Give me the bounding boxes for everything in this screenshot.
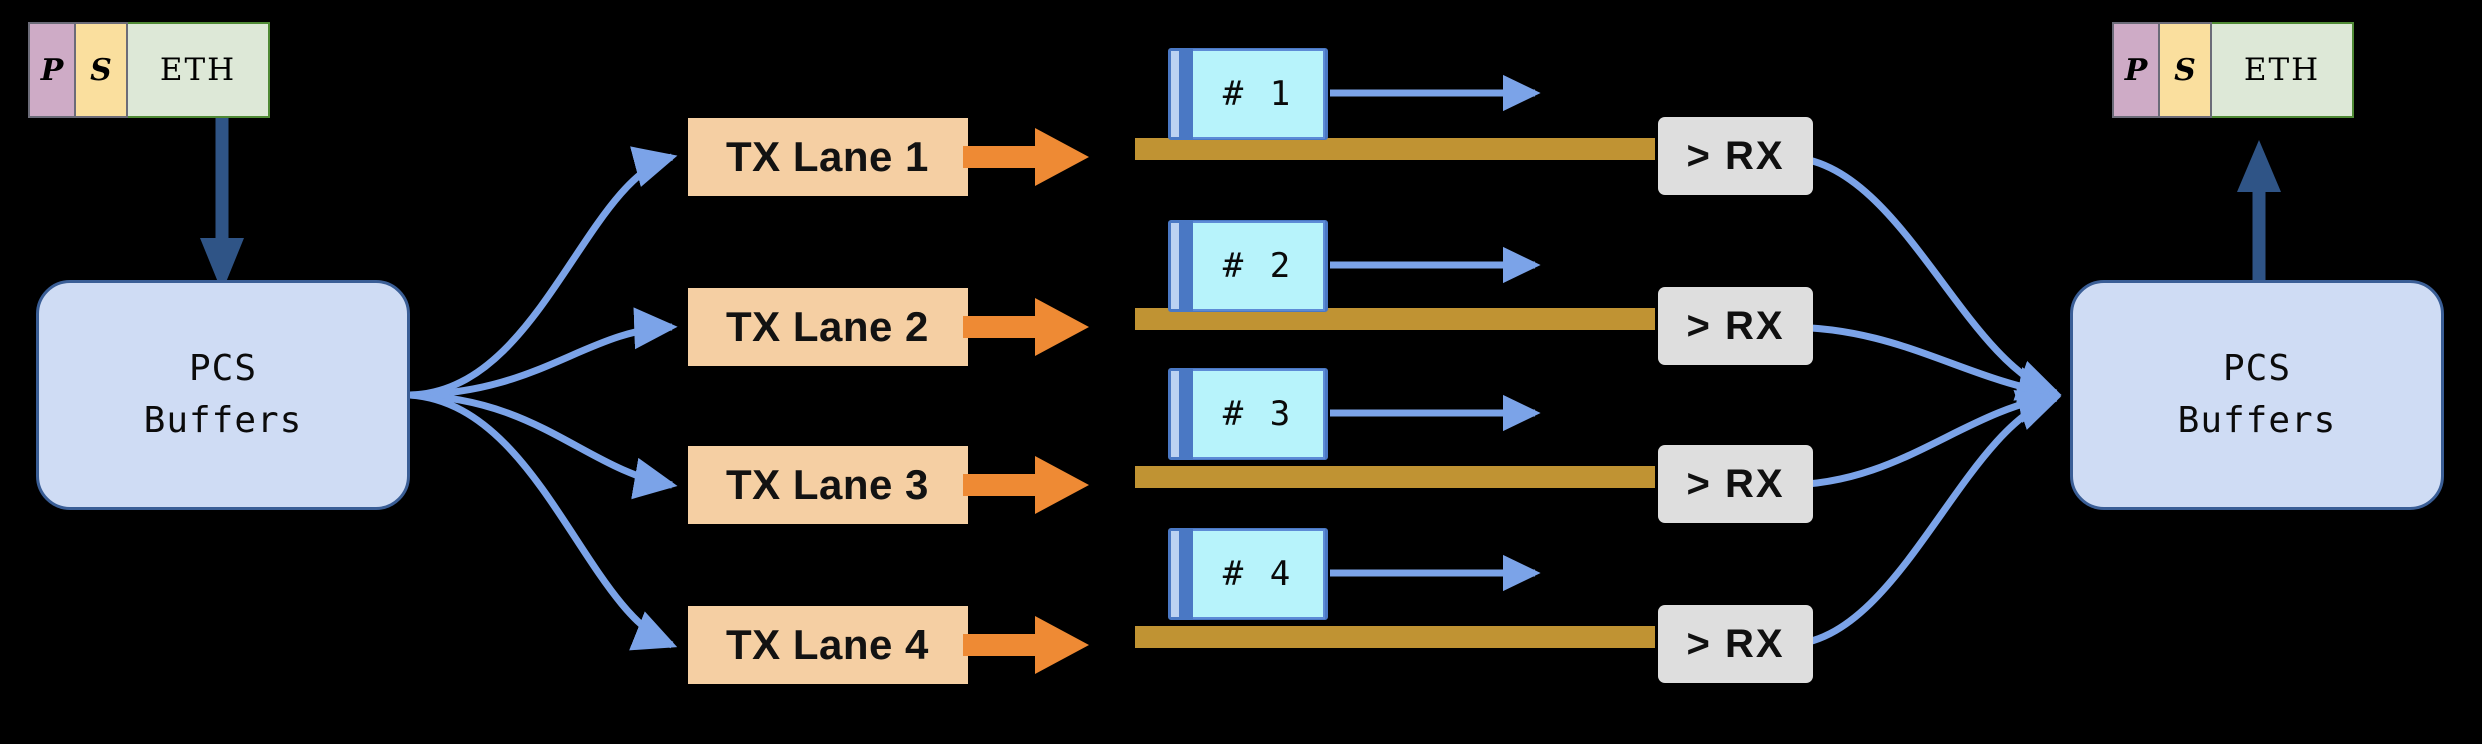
tx-lane-4-label: TX Lane 4: [726, 621, 929, 668]
packet-1[interactable]: # 1: [1168, 48, 1328, 140]
serial-link-bar-3: [1135, 466, 1655, 488]
serial-link-bar-1: [1135, 138, 1655, 160]
fanin-connectors: [1784, 153, 2062, 649]
tx-lane-3[interactable]: TX Lane 3: [688, 446, 968, 524]
serial-link-bar-4: [1135, 626, 1655, 648]
packet-2-tab: [1179, 223, 1193, 309]
packet-1-tab: [1179, 51, 1193, 137]
left-pcs-line2: Buffers: [143, 400, 303, 441]
rx-block-1-label: > RX: [1686, 133, 1785, 178]
rx-block-3[interactable]: > RX: [1658, 445, 1813, 523]
tx-lane-4-arrow-icon: [963, 616, 1089, 674]
egress-up-arrow: [2237, 140, 2281, 285]
tx-lane-2-arrow-icon: [963, 298, 1089, 356]
rx-block-1[interactable]: > RX: [1658, 117, 1813, 195]
ingress-ethernet-frame: P S ETH: [28, 22, 270, 118]
packet-3-label: # 3: [1193, 369, 1325, 459]
serial-direction-arrows: [1330, 74, 1541, 592]
preamble-cell-egress: P: [2112, 22, 2160, 118]
left-pcs-buffers[interactable]: PCS Buffers: [36, 280, 410, 510]
tx-lane-4[interactable]: TX Lane 4: [688, 606, 968, 684]
serial-link-bar-2: [1135, 308, 1655, 330]
packet-1-label: # 1: [1193, 49, 1325, 139]
preamble-cell: P: [28, 22, 76, 118]
right-pcs-line2: Buffers: [2177, 400, 2337, 441]
tx-lane-1-arrow-icon: [963, 128, 1089, 186]
rx-block-4[interactable]: > RX: [1658, 605, 1813, 683]
tx-lane-3-arrow-icon: [963, 456, 1089, 514]
rx-block-3-label: > RX: [1686, 461, 1785, 506]
left-pcs-line1: PCS: [188, 347, 258, 389]
packet-2[interactable]: # 2: [1168, 220, 1328, 312]
packet-4-label: # 4: [1193, 529, 1325, 619]
tx-lane-3-label: TX Lane 3: [726, 461, 929, 508]
packet-3-tab: [1179, 371, 1193, 457]
rx-block-2[interactable]: > RX: [1658, 287, 1813, 365]
rx-block-4-label: > RX: [1686, 621, 1785, 666]
tx-lane-2[interactable]: TX Lane 2: [688, 288, 968, 366]
right-pcs-line1: PCS: [2222, 347, 2292, 389]
tx-lane-1[interactable]: TX Lane 1: [688, 118, 968, 196]
sfd-cell: S: [76, 22, 128, 118]
packet-4[interactable]: # 4: [1168, 528, 1328, 620]
tx-lane-2-label: TX Lane 2: [726, 303, 929, 350]
eth-payload-cell: ETH: [128, 22, 270, 118]
eth-payload-cell-egress: ETH: [2212, 22, 2354, 118]
tx-lane-1-label: TX Lane 1: [726, 133, 929, 180]
ingress-down-arrow: [200, 110, 244, 292]
egress-ethernet-frame: P S ETH: [2112, 22, 2354, 118]
fanout-connectors: [409, 146, 678, 651]
sfd-cell-egress: S: [2160, 22, 2212, 118]
rx-block-2-label: > RX: [1686, 303, 1785, 348]
packet-3[interactable]: # 3: [1168, 368, 1328, 460]
packet-2-label: # 2: [1193, 221, 1325, 311]
right-pcs-buffers[interactable]: PCS Buffers: [2070, 280, 2444, 510]
packet-4-tab: [1179, 531, 1193, 617]
